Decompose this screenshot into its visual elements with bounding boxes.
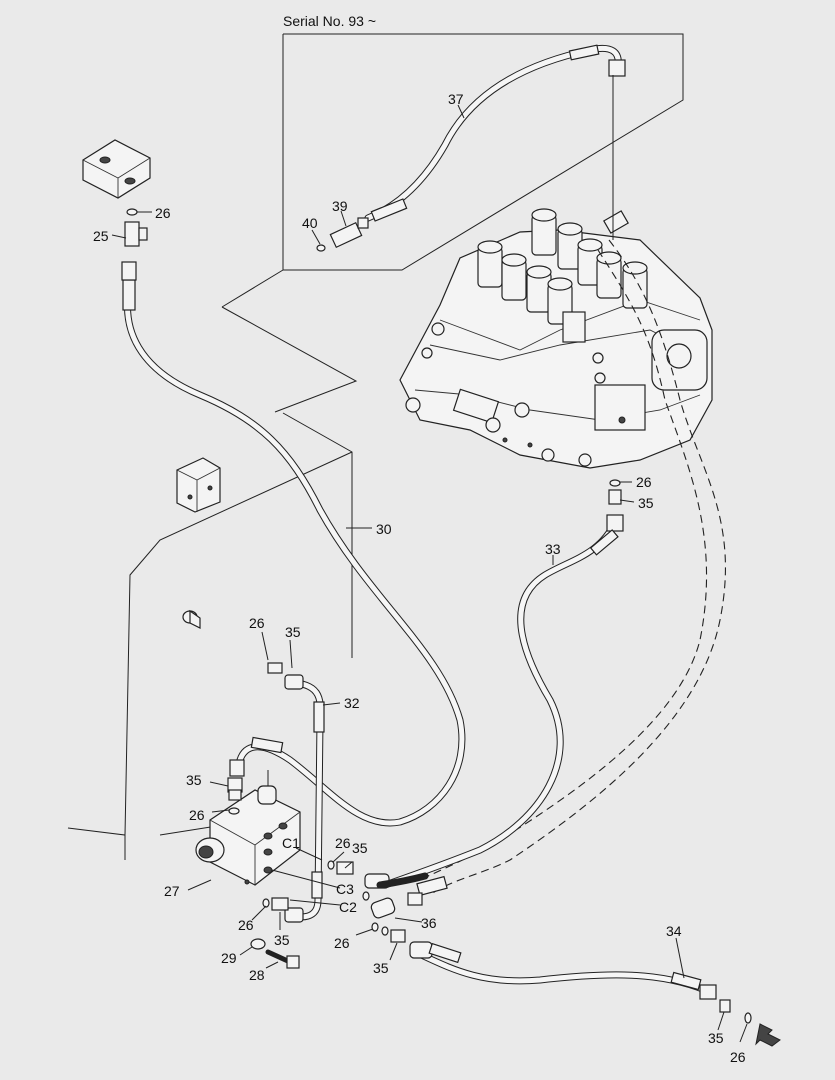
callout-26-mid: 26 [335,835,351,851]
flow-arrow-icon [755,1023,781,1047]
callout-26-end: 26 [730,1049,746,1065]
callout-35-lower: 35 [373,960,389,976]
callout-26-lower: 26 [334,935,350,951]
hose-30-rear [376,872,448,906]
callout-27: 27 [164,883,180,899]
hose-37 [364,44,626,222]
tee-fitting-25 [124,221,148,247]
callout-35-upper: 35 [285,624,301,640]
callout-26-bottom: 26 [238,917,254,933]
bolt-28 [265,949,300,969]
washer-29 [250,938,266,950]
fitting-35-block [227,777,243,815]
callout-32: 32 [344,695,360,711]
plug-fitting [182,609,201,629]
callout-37: 37 [448,91,464,107]
callout-35-end: 35 [708,1030,724,1046]
o-ring-40 [316,244,326,252]
callout-35-bottom: 35 [274,932,290,948]
hose-34 [409,941,781,1047]
callout-26-tee: 26 [155,205,171,221]
callout-C3: C3 [336,881,354,897]
callout-34: 34 [666,923,682,939]
callout-26-upper: 26 [249,615,265,631]
callout-C2: C2 [339,899,357,915]
callout-35-block: 35 [186,772,202,788]
valve-block-27 [195,759,301,886]
main-control-valve [399,208,713,469]
block-mid-left [176,457,221,513]
solenoid-cylinders [477,208,648,325]
serial-note: Serial No. 93 ~ [283,13,376,29]
callout-C1: C1 [282,835,300,851]
fitting-39 [329,217,369,249]
callout-35-valve: 35 [638,495,654,511]
callout-36: 36 [421,915,437,931]
callout-35-mid: 35 [352,840,368,856]
dashed-hose-1 [429,239,726,896]
hose-32 [267,662,325,923]
callout-40: 40 [302,215,318,231]
callout-25: 25 [93,228,109,244]
callout-29: 29 [221,950,237,966]
callout-labels: 26 25 37 39 40 30 33 26 35 26 35 32 35 2… [93,91,746,1065]
leader-lines [111,104,748,1043]
callout-26-block: 26 [189,807,205,823]
callout-26-valve: 26 [636,474,652,490]
o-ring-26-top [126,208,138,216]
serial-inset-frame [221,33,684,413]
fitting-35-valve [608,479,622,505]
callout-28: 28 [249,967,265,983]
callout-33: 33 [545,541,561,557]
callout-39: 39 [332,198,348,214]
callout-30: 30 [376,521,392,537]
block-upper-left [82,139,151,199]
hose-33 [364,514,624,889]
